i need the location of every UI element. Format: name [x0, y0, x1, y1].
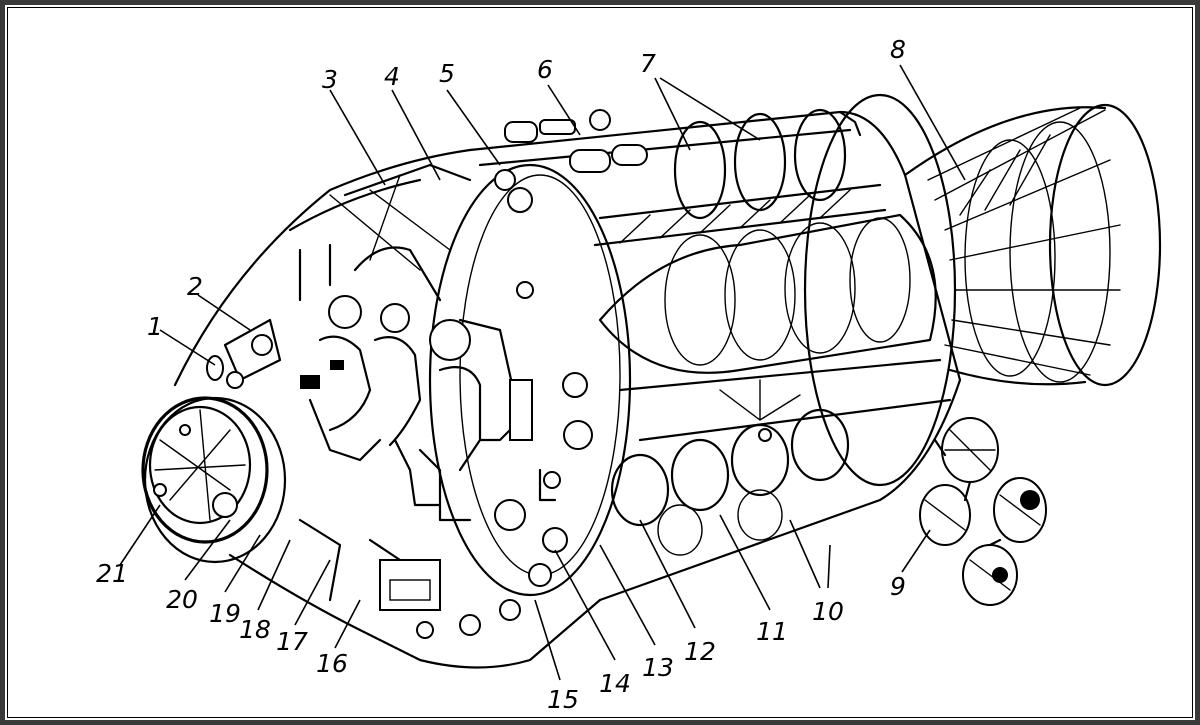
- service-module: [468, 93, 962, 602]
- callout-leaders: [119, 64, 966, 681]
- callout-14: 14: [599, 669, 631, 698]
- callout-20: 20: [166, 585, 198, 614]
- callout-labels: 1 2 3 4 5 6 7 8 9 10 11 12 13 14 15 16 1…: [96, 35, 906, 714]
- callout-5: 5: [439, 59, 455, 88]
- engine-nozzle: [903, 103, 1162, 387]
- callout-8: 8: [890, 35, 906, 64]
- descent-module: [173, 148, 602, 669]
- callout-11: 11: [756, 617, 788, 646]
- callout-18: 18: [239, 615, 271, 644]
- callout-17: 17: [276, 627, 308, 656]
- callout-10: 10: [812, 597, 844, 626]
- callout-6: 6: [537, 55, 553, 84]
- callout-16: 16: [316, 649, 348, 678]
- callout-2: 2: [187, 272, 203, 301]
- callout-21: 21: [96, 559, 128, 588]
- callout-12: 12: [684, 637, 716, 666]
- docking-hatch: [141, 396, 287, 564]
- callout-7: 7: [640, 49, 656, 78]
- callout-4: 4: [384, 62, 400, 91]
- callout-3: 3: [322, 65, 338, 94]
- callout-13: 13: [642, 653, 674, 682]
- bulkhead-ring: [428, 163, 632, 597]
- callout-15: 15: [547, 685, 579, 714]
- callout-19: 19: [209, 599, 241, 628]
- callout-1: 1: [147, 312, 163, 341]
- antenna-array: [919, 417, 1047, 606]
- callout-9: 9: [890, 572, 906, 601]
